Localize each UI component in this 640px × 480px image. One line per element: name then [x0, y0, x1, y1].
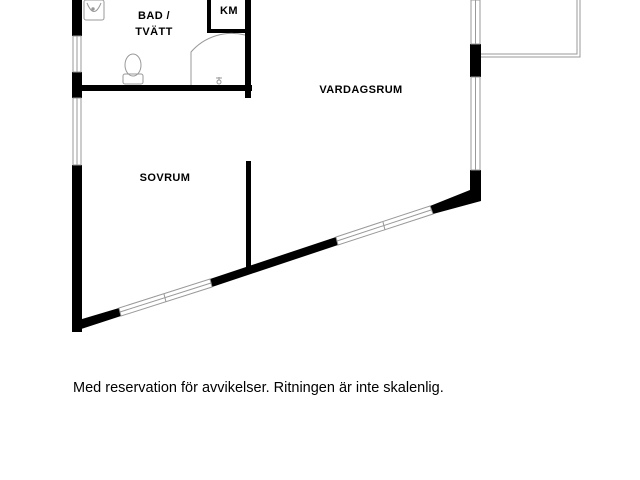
living-room-label: VARDAGSRUM [319, 84, 402, 96]
slanted-wall-middle [210, 237, 338, 287]
bathroom-label-line1: BAD / [138, 10, 170, 22]
fixtures [83, 0, 246, 85]
bathroom-bottom-wall [72, 85, 252, 91]
bathroom-label-line2: TVÄTT [135, 25, 172, 38]
closet-right-wall [245, 0, 251, 98]
floor-drain-icon [216, 77, 222, 85]
right-wall-top [470, 44, 481, 77]
walls [72, 0, 481, 332]
bedroom-partition-wall [246, 161, 251, 268]
disclaimer-text: Med reservation för avvikelser. Ritninge… [73, 380, 444, 396]
slanted-wall-left [72, 308, 121, 332]
toilet-icon [122, 53, 144, 85]
bedroom-label: SOVRUM [140, 172, 191, 184]
room-labels: BAD / TVÄTT KM VARDAGSRUM SOVRUM [135, 5, 402, 184]
slanted-wall-right [430, 190, 481, 214]
closet-bottom-wall [207, 29, 247, 33]
closet-left-wall [207, 0, 211, 31]
left-wall-top [72, 0, 82, 36]
bathroom-door-swing-icon [190, 32, 246, 85]
left-wall-bottom [72, 165, 82, 332]
right-wall-lower [470, 170, 481, 196]
sink-icon [83, 0, 105, 21]
windows [72, 0, 481, 317]
closet-label: KM [220, 5, 238, 17]
balcony [481, 0, 581, 58]
